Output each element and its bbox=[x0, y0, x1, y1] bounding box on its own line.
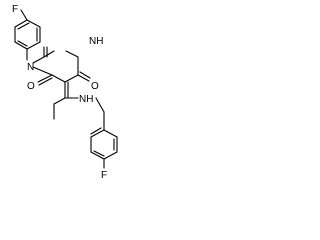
bond bbox=[90, 129, 105, 138]
bond bbox=[20, 9, 28, 21]
bond bbox=[95, 97, 105, 113]
bond bbox=[14, 19, 28, 28]
bond bbox=[14, 41, 28, 50]
atom-label-f-top: F bbox=[12, 4, 18, 15]
atom-label-layer: F O N NH O O NH F bbox=[12, 4, 107, 181]
bond bbox=[26, 41, 41, 50]
bond bbox=[65, 50, 79, 58]
bond bbox=[64, 74, 79, 83]
atom-label-nh-ring: NH bbox=[89, 36, 103, 47]
bond bbox=[26, 19, 41, 28]
bond bbox=[38, 77, 53, 86]
bond bbox=[32, 56, 45, 64]
bond bbox=[53, 97, 66, 105]
bond bbox=[17, 22, 30, 30]
bond bbox=[32, 66, 53, 76]
bond bbox=[93, 150, 105, 157]
bond bbox=[51, 74, 66, 83]
atom-label-o-right: O bbox=[91, 81, 99, 92]
atom-label-f-bottom: F bbox=[101, 170, 107, 181]
bond bbox=[79, 71, 91, 79]
bond bbox=[43, 50, 55, 58]
atom-label-nh-chain: NH bbox=[79, 94, 93, 105]
bond bbox=[103, 151, 118, 160]
bond bbox=[17, 40, 28, 47]
bond bbox=[90, 151, 105, 160]
bond bbox=[37, 74, 53, 83]
bond bbox=[77, 74, 90, 82]
atom-label-n1: N bbox=[27, 62, 34, 73]
chemical-structure: F O N NH O O NH F bbox=[12, 4, 118, 181]
bond bbox=[90, 127, 102, 135]
bond-layer bbox=[14, 9, 118, 169]
bond bbox=[103, 129, 118, 138]
atom-label-o-left: O bbox=[27, 81, 35, 92]
